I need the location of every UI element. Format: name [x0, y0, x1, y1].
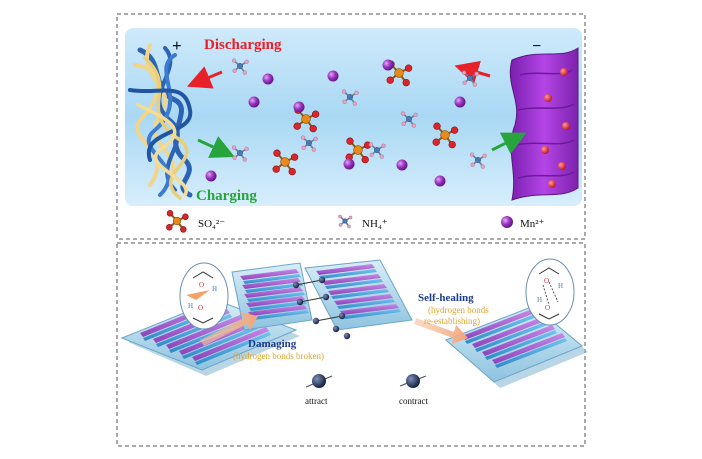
bottom-panel-frame	[116, 242, 586, 447]
discharging-label: Discharging	[204, 37, 282, 53]
charge-arrow-left	[197, 136, 235, 158]
atom-o-top: O	[199, 281, 204, 289]
anode-sheet	[509, 47, 579, 201]
plus-sign: +	[172, 36, 182, 55]
mn-ion	[205, 170, 217, 182]
so4-molecule	[432, 122, 459, 149]
nh4-molecule	[231, 58, 249, 75]
nh4-molecule	[469, 152, 487, 169]
self-healing-label: Self-healing	[418, 292, 474, 304]
atom-h-top-right: H	[558, 282, 563, 290]
restored-bond-inset: O O H H	[525, 258, 575, 326]
damaging-label: Damaging	[248, 338, 297, 350]
mn-legend-label: Mn²⁺	[520, 218, 545, 230]
charging-label: Charging	[196, 188, 257, 204]
sulfate-ions	[272, 60, 459, 176]
legend: SO₄²⁻ NH₄⁺ Mn²⁺	[166, 210, 545, 233]
broken-bond-inset: O O H H	[179, 262, 229, 330]
damaging-arrow	[200, 312, 258, 346]
atom-h-bottom: H	[188, 302, 193, 310]
mn-ion	[382, 59, 394, 71]
so4-molecule	[272, 149, 299, 176]
nh4-molecule	[338, 214, 353, 229]
mn-ion	[454, 96, 466, 108]
minus-sign: −	[532, 38, 541, 55]
mn-ion	[434, 175, 446, 187]
self-healing-arrow	[414, 318, 468, 344]
anode-deposit-dots	[541, 68, 570, 188]
self-healing-sublabel-2: re-establishing)	[424, 316, 480, 326]
so4-molecule	[166, 210, 189, 233]
nh4-molecule	[300, 135, 318, 152]
atom-o-bottom: O	[198, 304, 203, 312]
mn-ion	[396, 159, 408, 171]
hydrogen-bond-dumbbells	[292, 276, 351, 340]
nh4-molecule	[341, 89, 359, 106]
so4-legend-label: SO₄²⁻	[198, 218, 225, 230]
so4-molecule	[293, 106, 320, 133]
attract-label: attract	[305, 396, 328, 406]
attract-legend-icon	[305, 374, 333, 388]
ammonium-ions	[231, 58, 487, 169]
nh4-molecule	[400, 111, 418, 128]
discharge-arrow-left	[186, 66, 223, 89]
contract-legend-icon	[399, 374, 427, 388]
charge-arrow-right	[491, 132, 527, 155]
damaging-sublabel: (hydrogen bonds broken)	[233, 351, 324, 361]
mn-ion	[262, 73, 274, 85]
mn-ion	[248, 96, 260, 108]
nh4-molecule	[461, 70, 479, 87]
top-panel-frame	[116, 13, 586, 240]
atom-h-bottom-right: H	[537, 296, 542, 304]
cathode-fiber-bundle	[128, 43, 193, 200]
so4-legend-icon	[166, 210, 189, 233]
atom-o-top-right: O	[544, 277, 549, 285]
nh4-molecule	[368, 142, 386, 159]
mn-ion	[343, 158, 355, 170]
mn-ion	[293, 101, 305, 113]
nh4-legend-label: NH₄⁺	[362, 218, 388, 230]
atom-h-top: H	[212, 285, 217, 293]
manganese-ions	[205, 59, 466, 187]
atom-o-bottom-right: O	[545, 304, 550, 312]
mn-legend-icon	[501, 216, 513, 228]
so4-molecule	[345, 137, 372, 164]
contract-label: contract	[399, 396, 428, 406]
device-healed-right	[445, 305, 588, 388]
nh4-molecule	[231, 145, 249, 162]
device-damaged-middle	[231, 259, 413, 331]
nh4-legend-icon	[338, 214, 353, 229]
mn-ion	[327, 70, 339, 82]
self-healing-sublabel-1: (hydrogen bonds	[428, 305, 489, 315]
